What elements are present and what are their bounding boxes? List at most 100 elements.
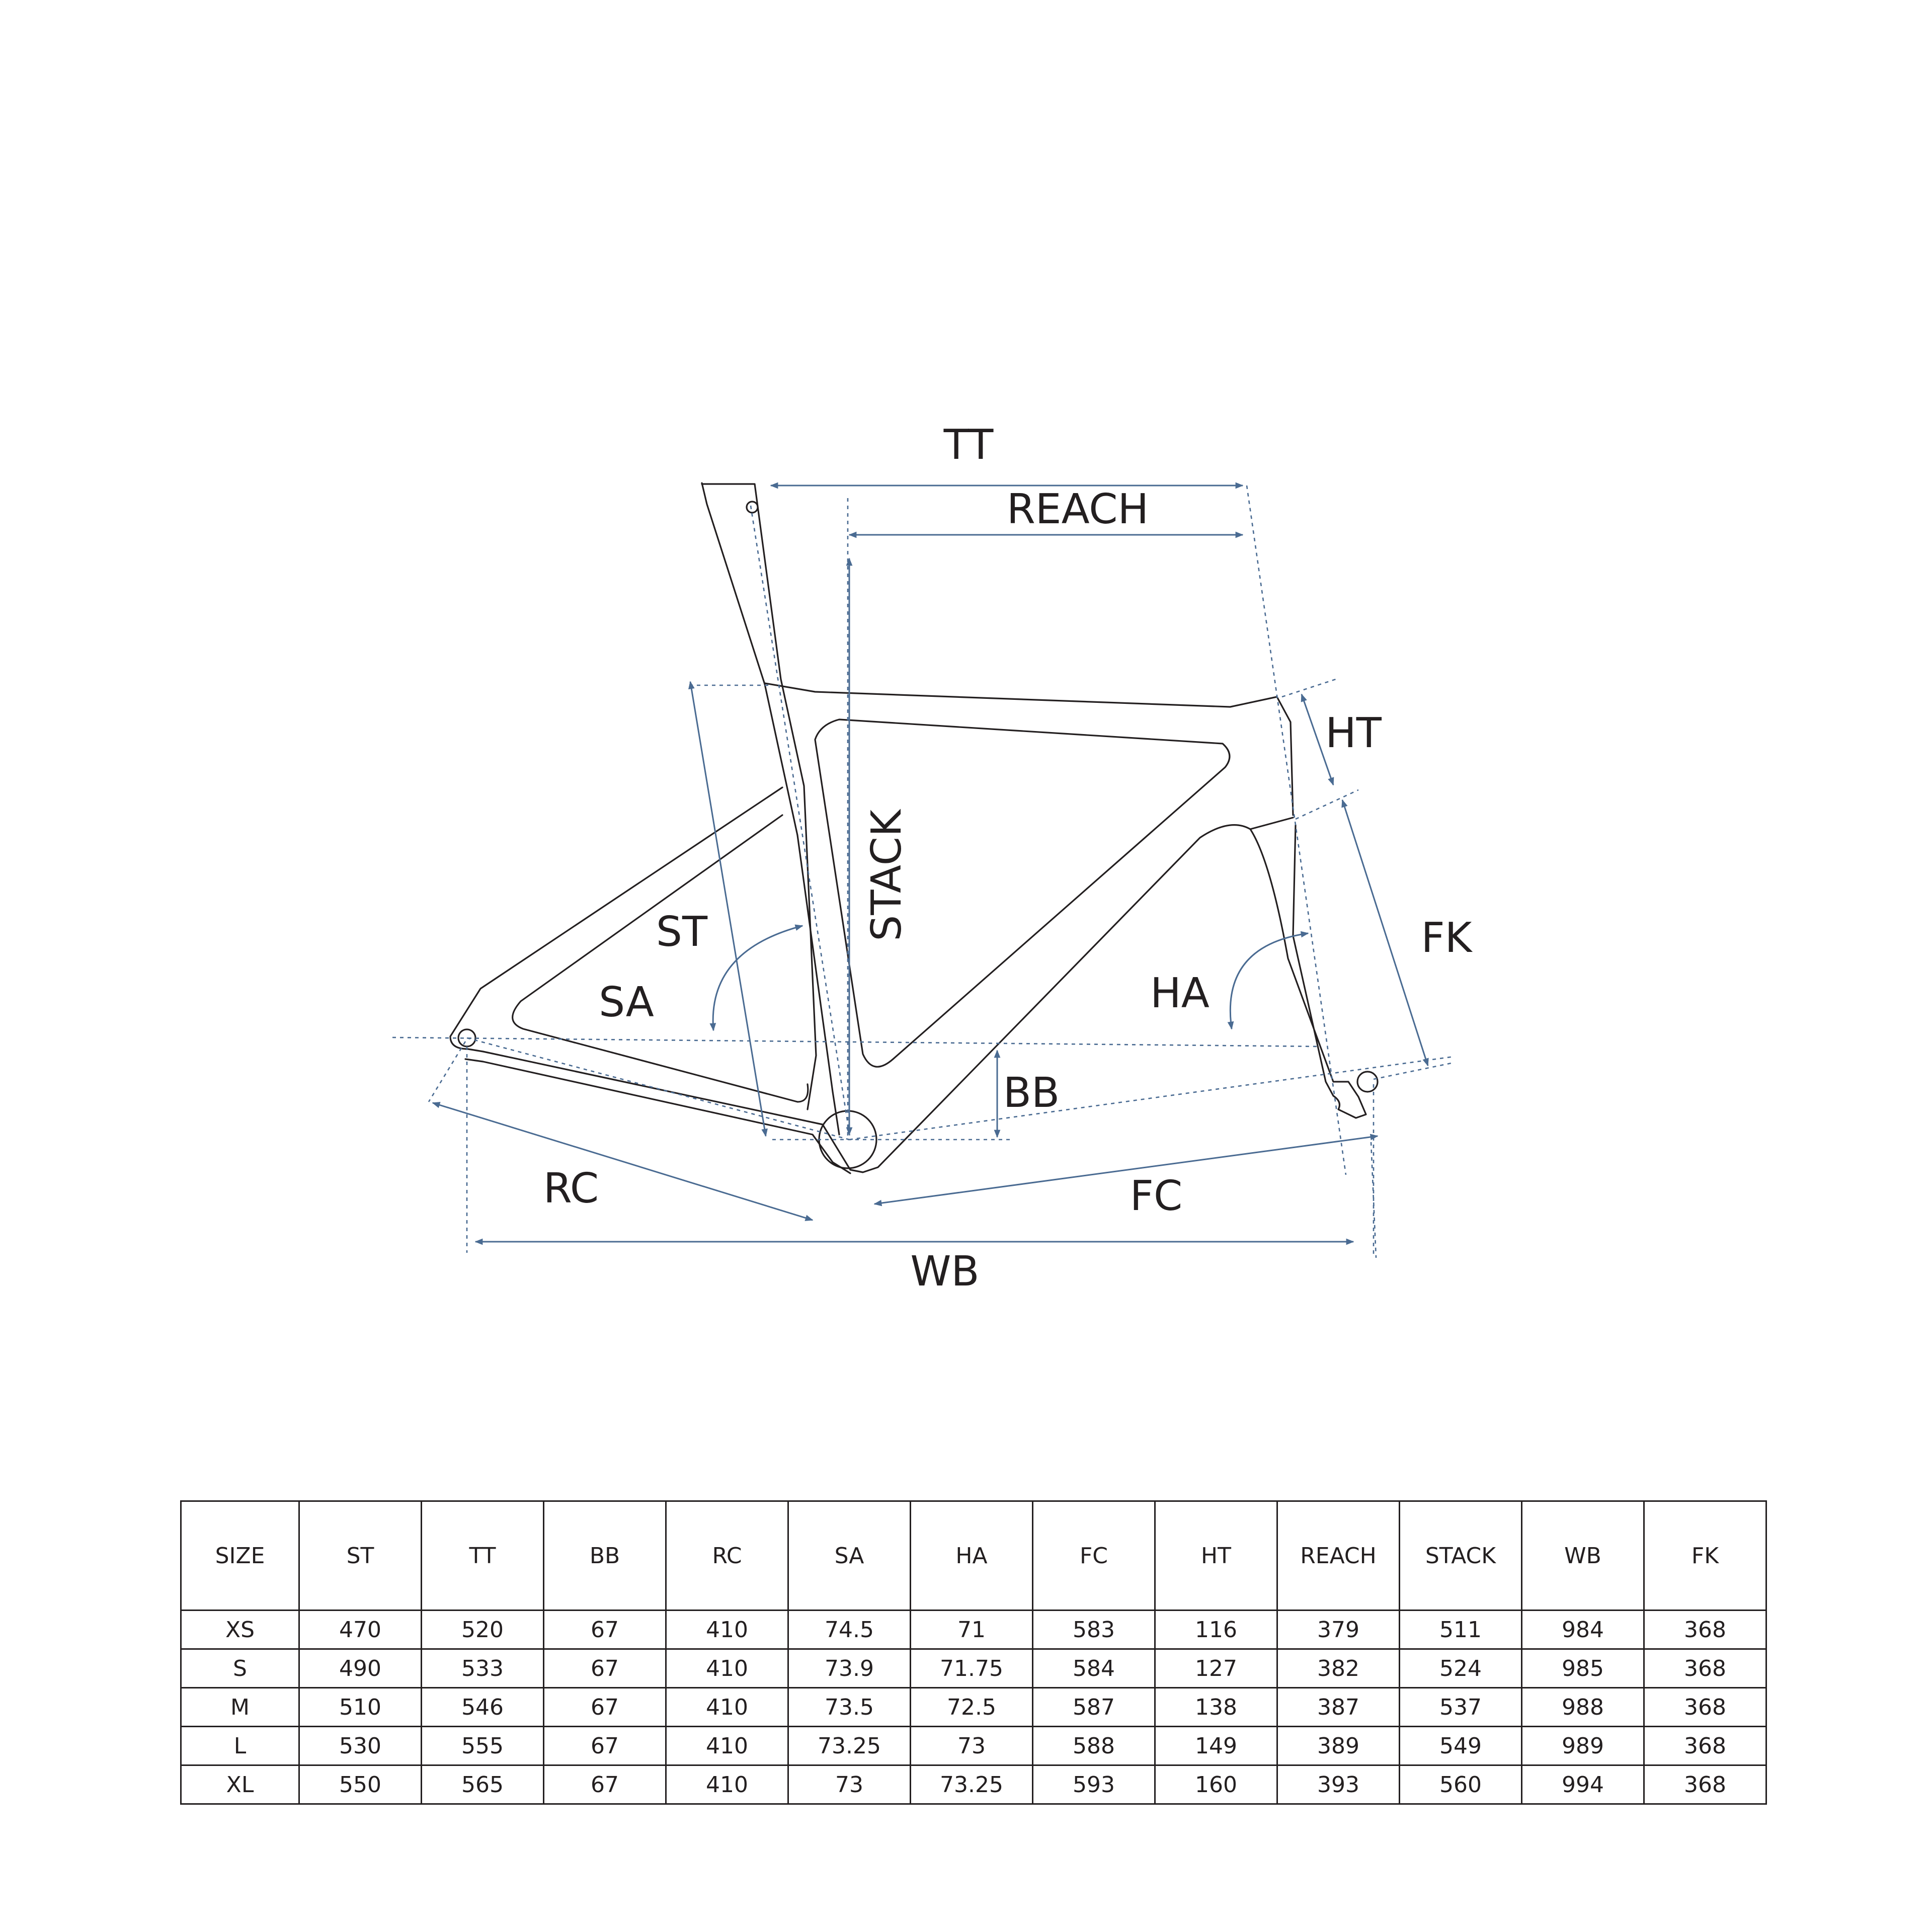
table-cell: 984 (1521, 1609, 1645, 1650)
table-cell: 71 (910, 1609, 1033, 1650)
top-tube-outline (764, 682, 1294, 816)
geometry-table: SIZE ST TT BB RC SA HA FC HT REACH STACK… (180, 1500, 1767, 1805)
wb-label: WB (910, 1248, 979, 1296)
table-cell: 73 (910, 1726, 1033, 1766)
table-row: XS 470 520 67 410 74.5 71 583 116 379 51… (180, 1609, 1767, 1650)
header-ha: HA (910, 1500, 1033, 1611)
table-row: M 510 546 67 410 73.5 72.5 587 138 387 5… (180, 1687, 1767, 1727)
table-cell: 71.75 (910, 1648, 1033, 1688)
table-cell: 138 (1154, 1687, 1278, 1727)
header-st: ST (298, 1500, 422, 1611)
table-cell: 583 (1032, 1609, 1156, 1650)
table-cell: 985 (1521, 1648, 1645, 1688)
table-cell: 988 (1521, 1687, 1645, 1727)
header-fk: FK (1643, 1500, 1767, 1611)
header-fc: FC (1032, 1500, 1156, 1611)
seat-stay-outline (449, 786, 1294, 1173)
fk-bottom-extension (1373, 1062, 1455, 1080)
chainstay-outline (464, 1058, 851, 1174)
fk-label: FK (1421, 914, 1473, 962)
ha-angle-arrow (1227, 931, 1309, 1030)
ht-top-extension (1281, 678, 1336, 698)
seat-tube-axis (750, 505, 851, 1140)
rc-left-extension (428, 1041, 466, 1102)
table-cell: 379 (1276, 1609, 1400, 1650)
header-sa: SA (787, 1500, 911, 1611)
table-cell: 116 (1154, 1609, 1278, 1650)
table-cell: 587 (1032, 1687, 1156, 1727)
table-row: XL 550 565 67 410 73 73.25 593 160 393 5… (180, 1764, 1767, 1805)
table-cell: 511 (1399, 1609, 1522, 1650)
tt-label: TT (943, 421, 994, 469)
table-cell: 73.25 (787, 1726, 911, 1766)
st-dimension-arrow (688, 681, 768, 1137)
table-cell: 73 (787, 1764, 911, 1805)
table-cell: 389 (1276, 1726, 1400, 1766)
table-cell: 410 (665, 1764, 789, 1805)
table-cell: 382 (1276, 1648, 1400, 1688)
fork-outline (1249, 824, 1367, 1119)
table-cell: M (180, 1687, 300, 1727)
table-cell: 549 (1399, 1726, 1522, 1766)
frame-geometry-diagram: TT REACH HT STACK ST FK SA HA BB RC FC W… (392, 421, 1473, 1296)
sa-label: SA (599, 979, 654, 1026)
table-cell: 565 (421, 1764, 544, 1805)
table-cell: 368 (1643, 1609, 1767, 1650)
table-cell: XL (180, 1764, 300, 1805)
table-cell: 67 (543, 1648, 667, 1688)
header-reach: REACH (1276, 1500, 1400, 1611)
table-cell: XS (180, 1609, 300, 1650)
chainstay-reference-line (466, 1037, 850, 1141)
bike-frame-outline (449, 482, 1379, 1174)
table-cell: 520 (421, 1609, 544, 1650)
table-cell: 368 (1643, 1648, 1767, 1688)
table-cell: 410 (665, 1687, 789, 1727)
table-cell: 67 (543, 1764, 667, 1805)
table-row: S 490 533 67 410 73.9 71.75 584 127 382 … (180, 1648, 1767, 1688)
ht-label: HT (1325, 709, 1382, 757)
rc-dimension-arrow (432, 1102, 814, 1221)
header-tt: TT (421, 1500, 544, 1611)
table-row: L 530 555 67 410 73.25 73 588 149 389 54… (180, 1726, 1767, 1766)
header-row: SIZE ST TT BB RC SA HA FC HT REACH STACK… (180, 1500, 1767, 1611)
fc-dimension-arrow (873, 1134, 1379, 1206)
fk-dimension-arrow (1341, 799, 1429, 1067)
front-center-reference-line (849, 1056, 1455, 1141)
rc-label: RC (543, 1165, 599, 1213)
table-cell: 560 (1399, 1764, 1522, 1805)
table-cell: 530 (298, 1726, 422, 1766)
table-cell: 393 (1276, 1764, 1400, 1805)
table-cell: 368 (1643, 1764, 1767, 1805)
table-cell: 550 (298, 1764, 422, 1805)
table-cell: 67 (543, 1687, 667, 1727)
table-cell: 588 (1032, 1726, 1156, 1766)
bb-label: BB (1003, 1069, 1060, 1117)
header-rc: RC (665, 1500, 789, 1611)
header-ht: HT (1154, 1500, 1278, 1611)
axle-reference-line (392, 1036, 1321, 1048)
table-cell: 73.5 (787, 1687, 911, 1727)
table-cell: 160 (1154, 1764, 1278, 1805)
table-cell: 524 (1399, 1648, 1522, 1688)
table-cell: 546 (421, 1687, 544, 1727)
table-cell: L (180, 1726, 300, 1766)
table-cell: 410 (665, 1648, 789, 1688)
table-cell: 127 (1154, 1648, 1278, 1688)
table-cell: 368 (1643, 1726, 1767, 1766)
dimension-labels: TT REACH HT STACK ST FK SA HA BB RC FC W… (543, 421, 1473, 1296)
head-tube-axis (1246, 485, 1347, 1175)
table-header: SIZE ST TT BB RC SA HA FC HT REACH STACK… (180, 1500, 1767, 1611)
table-cell: 533 (421, 1648, 544, 1688)
table-cell: 67 (543, 1726, 667, 1766)
table-cell: 72.5 (910, 1687, 1033, 1727)
header-stack: STACK (1399, 1500, 1522, 1611)
down-tube-outline (814, 718, 1231, 1068)
table-cell: 73.9 (787, 1648, 911, 1688)
front-axle-dropout (1356, 1071, 1379, 1093)
fc-label: FC (1130, 1172, 1182, 1220)
table-cell: 510 (298, 1687, 422, 1727)
table-cell: 555 (421, 1726, 544, 1766)
table-cell: 994 (1521, 1764, 1645, 1805)
header-size: SIZE (180, 1500, 300, 1611)
ht-bottom-extension (1295, 789, 1359, 820)
